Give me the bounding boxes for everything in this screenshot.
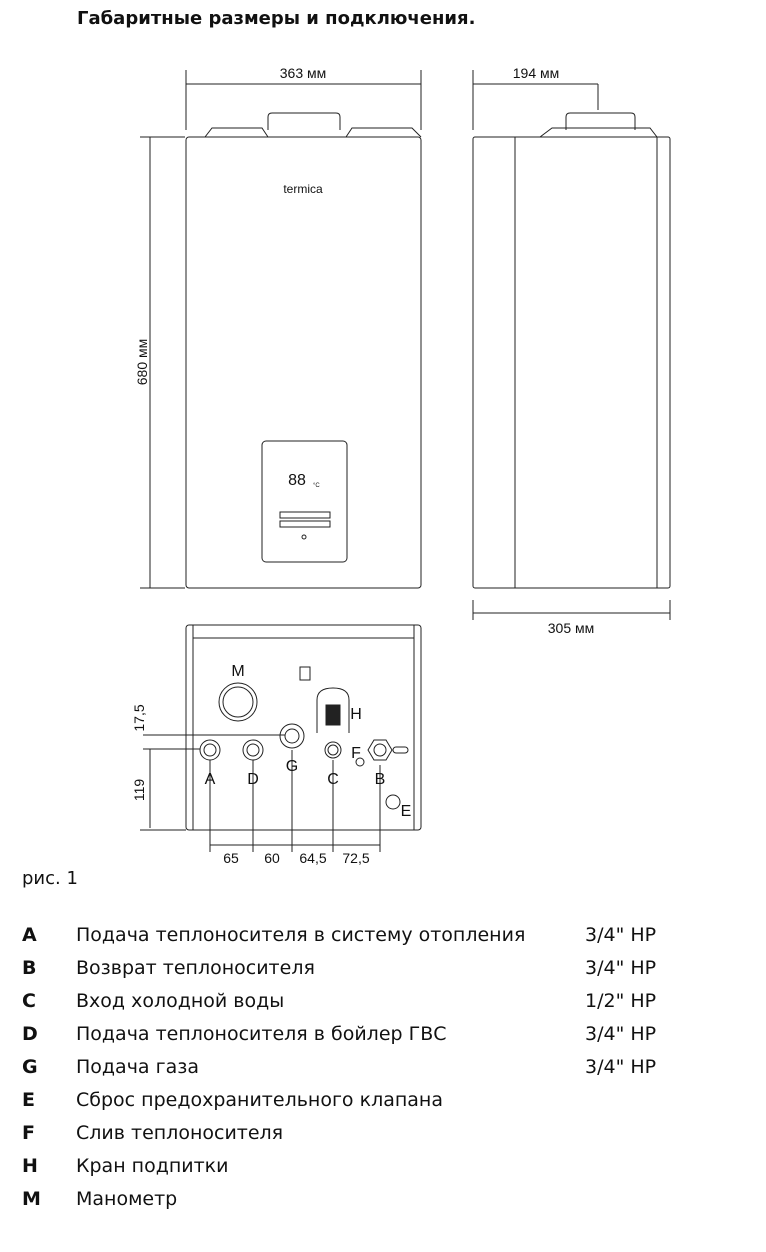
label-E: E <box>401 803 412 820</box>
legend-letter: E <box>22 1089 35 1111</box>
legend-description: Подача теплоносителя в систему отопления <box>76 924 526 946</box>
legend-row: H Кран подпитки <box>22 1155 722 1188</box>
figure-caption: рис. 1 <box>22 868 78 889</box>
legend-description: Манометр <box>76 1188 178 1210</box>
legend-letter: B <box>22 957 37 979</box>
label-A: A <box>205 771 216 788</box>
dim-65: 65 <box>223 850 239 866</box>
label-D: D <box>247 771 259 788</box>
dim-60: 60 <box>264 850 280 866</box>
dim-72-5: 72,5 <box>342 850 369 866</box>
legend-description: Кран подпитки <box>76 1155 229 1177</box>
legend-letter: F <box>22 1122 35 1144</box>
bottom-view <box>140 624 422 852</box>
legend-spec: 3/4" НР <box>585 924 657 946</box>
legend-row: D Подача теплоносителя в бойлер ГВС 3/4" Н… <box>22 1023 722 1056</box>
legend-description: Подача газа <box>76 1056 199 1078</box>
legend-row: G Подача газа 3/4" НР <box>22 1056 722 1089</box>
label-C: C <box>327 771 339 788</box>
legend-spec: 3/4" НР <box>585 957 657 979</box>
dimension-lines <box>140 70 671 620</box>
label-F: F <box>351 745 361 762</box>
legend-description: Возврат теплоносителя <box>76 957 315 979</box>
legend-row: B Возврат теплоносителя 3/4" НР <box>22 957 722 990</box>
legend-letter: M <box>22 1188 41 1210</box>
dim-119: 119 <box>131 779 147 802</box>
brand-logo: termica <box>283 182 323 196</box>
connections-legend: A Подача теплоносителя в систему отоплени… <box>22 924 722 1221</box>
dim-64-5: 64,5 <box>299 850 326 866</box>
section-title: Габаритные размеры и подключения. <box>77 8 476 29</box>
label-M: M <box>231 663 244 680</box>
legend-description: Вход холодной воды <box>76 990 285 1012</box>
legend-spec: 3/4" НР <box>585 1056 657 1078</box>
label-G: G <box>286 758 298 775</box>
display-digits: 88 <box>288 472 306 489</box>
legend-letter: G <box>22 1056 38 1078</box>
legend-letter: C <box>22 990 36 1012</box>
label-H: H <box>350 706 362 723</box>
label-B: B <box>375 771 386 788</box>
legend-row: A Подача теплоносителя в систему отоплени… <box>22 924 722 957</box>
legend-description: Подача теплоносителя в бойлер ГВС <box>76 1023 447 1045</box>
dim-height: 680 мм <box>134 339 150 386</box>
dimension-drawing: termica 88 °C 363 мм 194 мм 680 мм 305 м… <box>131 65 671 866</box>
legend-spec: 1/2" НР <box>585 990 657 1012</box>
side-view <box>472 112 671 589</box>
legend-letter: A <box>22 924 37 946</box>
legend-row: M Манометр <box>22 1188 722 1221</box>
legend-letter: D <box>22 1023 38 1045</box>
dim-depth: 305 мм <box>548 620 595 636</box>
legend-row: C Вход холодной воды 1/2" НР <box>22 990 722 1023</box>
legend-row: E Сброс предохранительного клапана <box>22 1089 722 1122</box>
dim-width: 363 мм <box>280 65 327 81</box>
legend-letter: H <box>22 1155 38 1177</box>
front-view: termica 88 °C <box>185 112 422 589</box>
control-panel <box>261 440 348 563</box>
legend-description: Слив теплоносителя <box>76 1122 284 1144</box>
legend-row: F Слив теплоносителя <box>22 1122 722 1155</box>
dim-17-5: 17,5 <box>131 704 147 731</box>
display-unit: °C <box>313 483 320 489</box>
legend-description: Сброс предохранительного клапана <box>76 1089 443 1111</box>
dim-depth-top: 194 мм <box>513 65 560 81</box>
legend-spec: 3/4" НР <box>585 1023 657 1045</box>
